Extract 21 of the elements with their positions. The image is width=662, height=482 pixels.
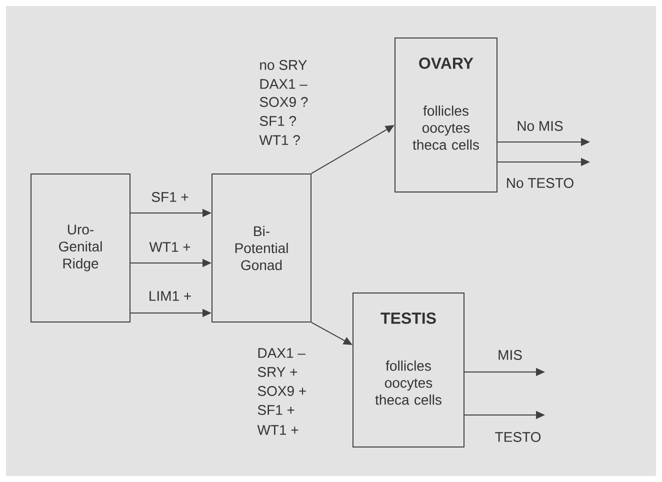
gene-label: DAX1 – [260, 79, 308, 89]
edge-label: SF1 + [152, 192, 188, 202]
gene-label: SOX9 ? [260, 97, 308, 107]
gene-label: no SRY [260, 60, 307, 70]
organ-box: OVARY follicles oocytes theca cells [394, 38, 498, 192]
edge-label: WT1 + [149, 242, 190, 252]
edge-label: No MIS [518, 121, 563, 131]
gene-label: SRY + [258, 367, 298, 377]
edge-label: LIM1 + [150, 291, 191, 301]
gene-label: SF1 + [258, 405, 294, 415]
edge-label: TESTO [495, 432, 541, 442]
gene-label: SF1 ? [260, 116, 296, 126]
organ-box: TESTIS follicles oocytes theca cells [352, 292, 464, 448]
edge-label: MIS [498, 350, 522, 360]
edge-label: No TESTO [507, 178, 574, 188]
process-box: Bi- Potential Gonad [212, 174, 312, 322]
process-box: Uro- Genital Ridge [30, 174, 130, 322]
gene-label: DAX1 – [258, 348, 306, 358]
gene-label: WT1 + [257, 425, 298, 435]
gene-label: SOX9 + [258, 386, 306, 396]
gene-label: WT1 ? [259, 135, 300, 145]
